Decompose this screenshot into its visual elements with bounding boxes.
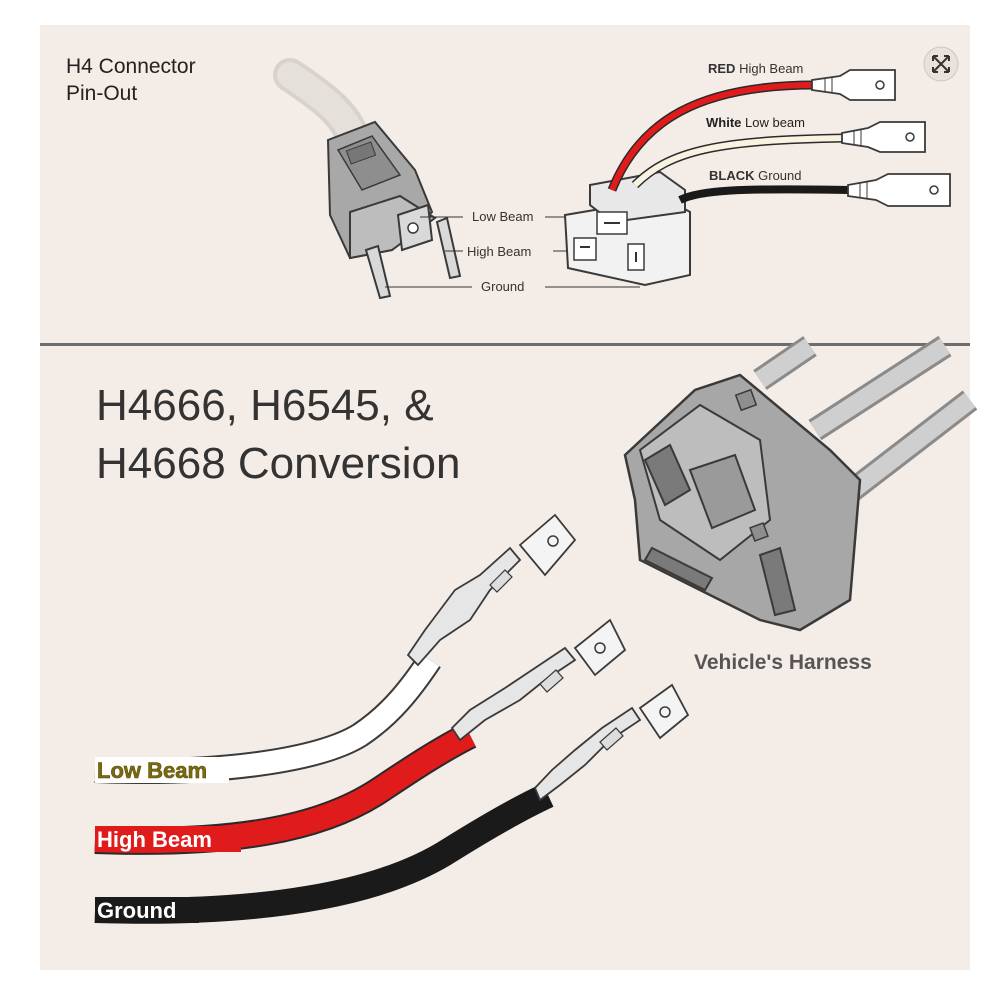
harness-cables [753,335,978,510]
wire-label-red: RED High Beam [708,61,803,76]
top-terminal-black [847,173,951,207]
bottom-terminal-ground [533,683,690,802]
low-beam-label-text: Low Beam [97,758,207,783]
top-wires [607,80,851,204]
harness-label: Vehicle's Harness [694,651,872,674]
top-terminal-red [811,69,896,101]
conversion-title-line1: H4666, H6545, & [96,381,434,430]
bottom-terminal-high-beam [450,618,627,742]
wire-label-white: White Low beam [706,115,805,130]
expand-arrows-icon[interactable] [923,46,959,82]
ground-label-text: Ground [97,898,176,923]
bulb-plug [273,58,462,300]
top-terminal-white [841,121,926,153]
panel-divider [40,343,970,346]
h4-socket [563,170,691,287]
conversion-title-line2: H4668 Conversion [96,439,460,488]
pinout-title-line2: Pin-Out [66,82,137,105]
bottom-terminal-low-beam [406,513,577,667]
ground-label: Ground [95,897,199,923]
pinout-panel [40,25,970,343]
pin-label-low-beam: Low Beam [472,209,533,224]
pin-label-high-beam: High Beam [467,244,531,259]
high-beam-label: High Beam [95,826,241,852]
low-beam-label: Low Beam [95,757,229,783]
pinout-title-line1: H4 Connector [66,55,196,78]
high-beam-label-text: High Beam [97,827,212,852]
vehicle-harness-connector [623,373,862,632]
wire-label-black: BLACK Ground [709,168,802,183]
pin-label-ground: Ground [481,279,524,294]
bottom-wires [94,652,554,924]
